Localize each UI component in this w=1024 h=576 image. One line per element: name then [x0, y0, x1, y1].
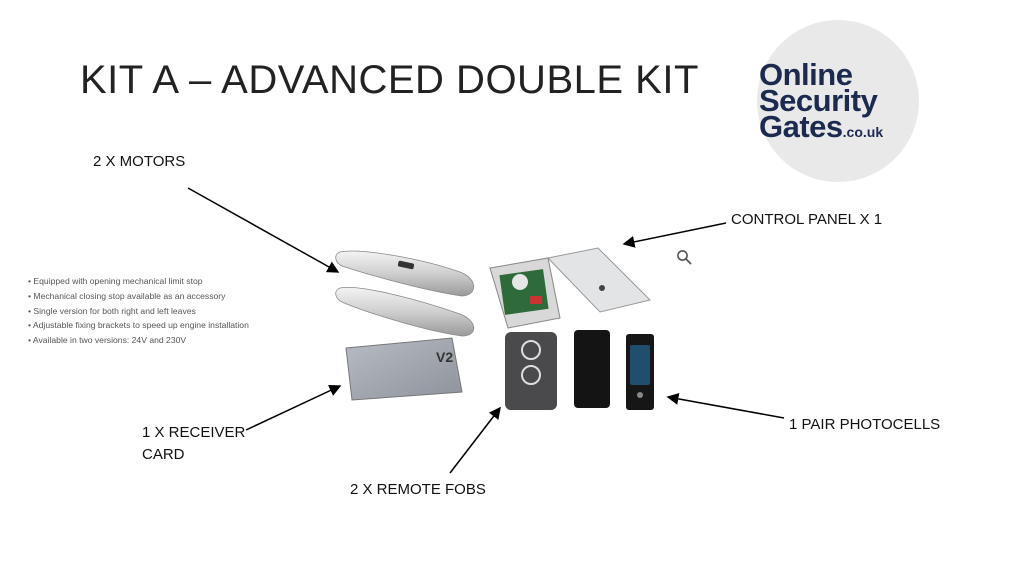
gate-motors-image: [335, 250, 475, 337]
motors-label: 2 X MOTORS: [93, 153, 186, 170]
feature-item: Single version for both right and left l…: [28, 304, 249, 319]
logo-line-2: Security: [759, 83, 878, 118]
logo-line-1: Online: [759, 57, 853, 92]
magnifier-icon[interactable]: [676, 249, 692, 265]
feature-item: Available in two versions: 24V and 230V: [28, 333, 249, 348]
control-panel-arrow: [622, 222, 727, 248]
receiver-card-label-line2: CARD: [142, 446, 185, 463]
motor-arm-top: [335, 250, 475, 297]
page-title: KIT A – ADVANCED DOUBLE KIT: [80, 58, 699, 102]
control-panel-label: CONTROL PANEL X 1: [731, 211, 883, 228]
feature-item: Equipped with opening mechanical limit s…: [28, 274, 249, 289]
motor-arm-bottom: [335, 287, 475, 337]
control-panel-image: [489, 247, 651, 329]
feature-item: Adjustable fixing brackets to speed up e…: [28, 318, 249, 333]
remote-fobs-arrow: [449, 406, 501, 474]
photocells-label: 1 PAIR PHOTOCELLS: [789, 416, 941, 433]
svg-text:V2: V2: [436, 349, 453, 365]
photocells-image: [574, 330, 654, 410]
remote-fob-image: [505, 332, 557, 410]
online-security-gates-logo[interactable]: Online Security Gates.co.uk: [757, 20, 919, 182]
photocells-arrow: [666, 392, 785, 419]
logo-suffix: .co.uk: [842, 124, 884, 140]
motors-arrow: [187, 187, 340, 273]
features-list: Equipped with opening mechanical limit s…: [28, 274, 249, 348]
receiver-card-image: V2: [345, 337, 463, 401]
feature-item: Mechanical closing stop available as an …: [28, 289, 249, 304]
logo-line-3: Gates: [759, 109, 843, 144]
receiver-card-label-line1: 1 X RECEIVER: [142, 424, 246, 441]
remote-fobs-label: 2 X REMOTE FOBS: [350, 481, 486, 498]
receiver-card-arrow: [245, 385, 342, 431]
